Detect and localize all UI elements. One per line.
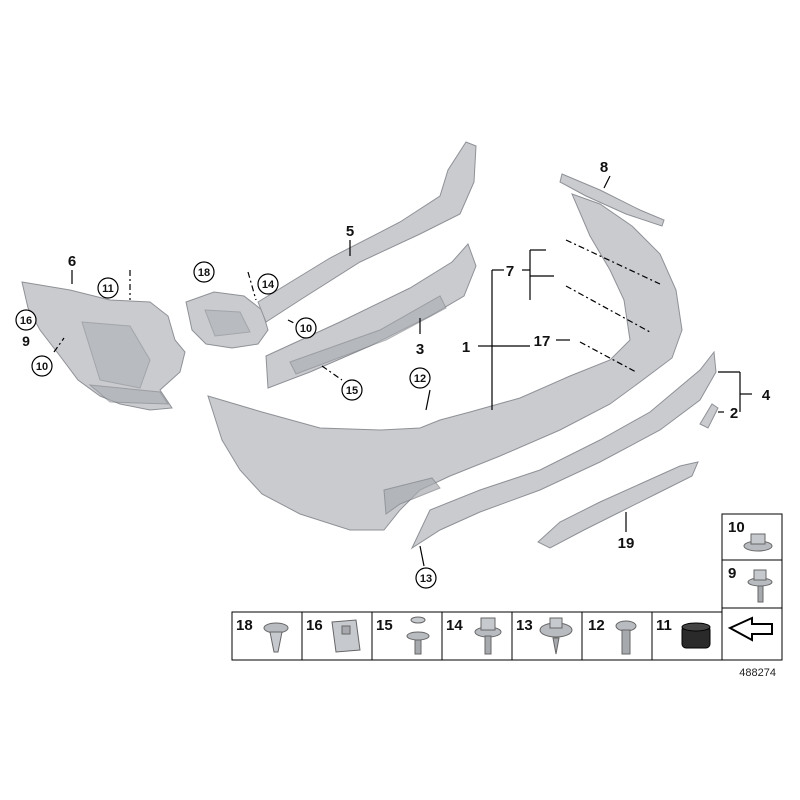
svg-text:18: 18 xyxy=(198,267,210,279)
callout-14: 14 xyxy=(257,273,279,295)
callout-11: 11 xyxy=(97,277,119,299)
legend-cell-12 xyxy=(581,611,653,661)
clip-nut-icon xyxy=(331,619,361,653)
rubber-buffer-icon xyxy=(681,622,711,649)
svg-text:15: 15 xyxy=(376,617,393,634)
legend-cell-14 xyxy=(441,611,513,661)
svg-text:11: 11 xyxy=(656,617,672,634)
legend-cell-18 xyxy=(231,611,303,661)
torx-screw-icon xyxy=(615,620,637,655)
svg-text:16: 16 xyxy=(306,617,323,634)
svg-text:12: 12 xyxy=(588,617,605,634)
label-8: 8 xyxy=(600,159,608,176)
part-8-trim-strip xyxy=(559,173,665,227)
callout-labels: 1 2 3 4 5 6 7 8 17 19 9 xyxy=(22,159,771,552)
callout-10-mid: 10 xyxy=(295,317,317,339)
hex-collar-screw-icon xyxy=(474,617,502,655)
expanding-rivet-icon xyxy=(263,622,289,653)
svg-text:13: 13 xyxy=(516,617,533,634)
push-clip-icon xyxy=(406,616,430,655)
legend-bottom: 18 16 15 14 13 xyxy=(231,611,723,661)
circled-callouts: 11 16 10 18 14 10 15 12 xyxy=(15,261,437,589)
svg-text:12: 12 xyxy=(414,373,426,385)
svg-text:14: 14 xyxy=(262,279,275,291)
legend-10-number: 10 xyxy=(728,519,745,536)
svg-text:13: 13 xyxy=(420,573,432,585)
leader-lines xyxy=(53,175,752,567)
label-5: 5 xyxy=(346,223,354,240)
callout-12: 12 xyxy=(409,367,431,389)
svg-text:18: 18 xyxy=(236,617,253,634)
callout-18: 18 xyxy=(193,261,215,283)
part-4-diffuser xyxy=(410,350,717,550)
svg-text:16: 16 xyxy=(20,315,32,327)
part-5-carrier xyxy=(257,141,477,323)
svg-text:10: 10 xyxy=(36,361,48,373)
part-1-bumper-panel xyxy=(207,193,683,531)
flange-nut-icon xyxy=(743,533,773,552)
svg-text:10: 10 xyxy=(300,323,312,335)
legend-right: 10 9 xyxy=(721,513,783,661)
label-2: 2 xyxy=(730,405,738,422)
sheet-metal-screw-icon xyxy=(539,617,573,655)
label-4: 4 xyxy=(762,387,771,404)
part-2-trim xyxy=(699,403,719,429)
label-7: 7 xyxy=(506,263,514,280)
callout-15: 15 xyxy=(341,379,363,401)
svg-text:15: 15 xyxy=(346,385,358,397)
callout-16: 16 xyxy=(15,309,37,331)
diagram-id: 488274 xyxy=(739,667,776,679)
part-19-diffuser-lower xyxy=(537,461,699,549)
callout-13: 13 xyxy=(415,567,437,589)
part-6-left-bracket xyxy=(21,281,186,411)
svg-text:11: 11 xyxy=(102,283,114,295)
label-19: 19 xyxy=(618,535,635,552)
collar-screw-icon xyxy=(747,569,773,603)
legend-9-number: 9 xyxy=(728,565,736,582)
svg-text:14: 14 xyxy=(446,617,463,634)
label-9: 9 xyxy=(22,333,30,349)
label-6: 6 xyxy=(68,253,76,270)
part-3-bumper-carrier xyxy=(265,243,477,389)
part-small-bracket xyxy=(185,291,269,349)
callout-10-left: 10 xyxy=(31,355,53,377)
label-17: 17 xyxy=(534,333,551,350)
label-1: 1 xyxy=(462,339,470,356)
arrow-icon xyxy=(727,616,773,642)
label-3: 3 xyxy=(416,341,424,358)
